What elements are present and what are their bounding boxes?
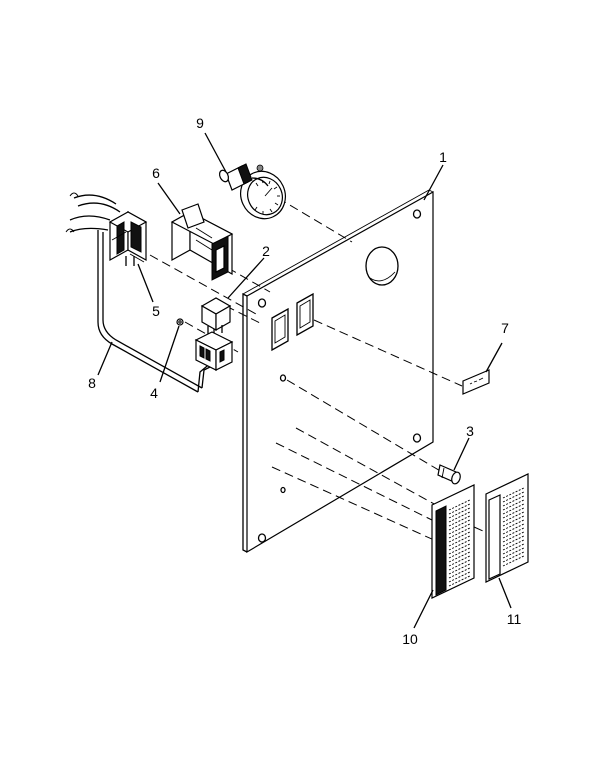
callout-3: 3 [466,423,474,439]
callout-7: 7 [501,320,509,336]
rocker-switch-right [170,203,234,281]
french-warning-label [485,473,529,583]
bolt [437,464,461,485]
pressure-gauge [218,163,286,220]
callout-numbers: 1 2 3 4 5 6 7 8 9 10 11 [88,115,521,647]
callout-1: 1 [439,149,447,165]
leader-lines [97,132,512,629]
small-screw [176,318,184,326]
small-label [462,369,490,395]
wire-harness [65,192,213,393]
warning-label [431,484,475,599]
callout-5: 5 [152,303,160,319]
callout-8: 8 [88,375,96,391]
callout-2: 2 [262,243,270,259]
rocker-switch-left [108,210,148,266]
callout-10: 10 [402,631,418,647]
relay-socket [194,331,234,371]
callout-11: 11 [507,611,522,627]
callout-9: 9 [196,115,204,131]
relay [200,297,232,337]
panel-plate [242,189,434,554]
callout-6: 6 [152,165,160,181]
callout-4: 4 [150,385,158,401]
